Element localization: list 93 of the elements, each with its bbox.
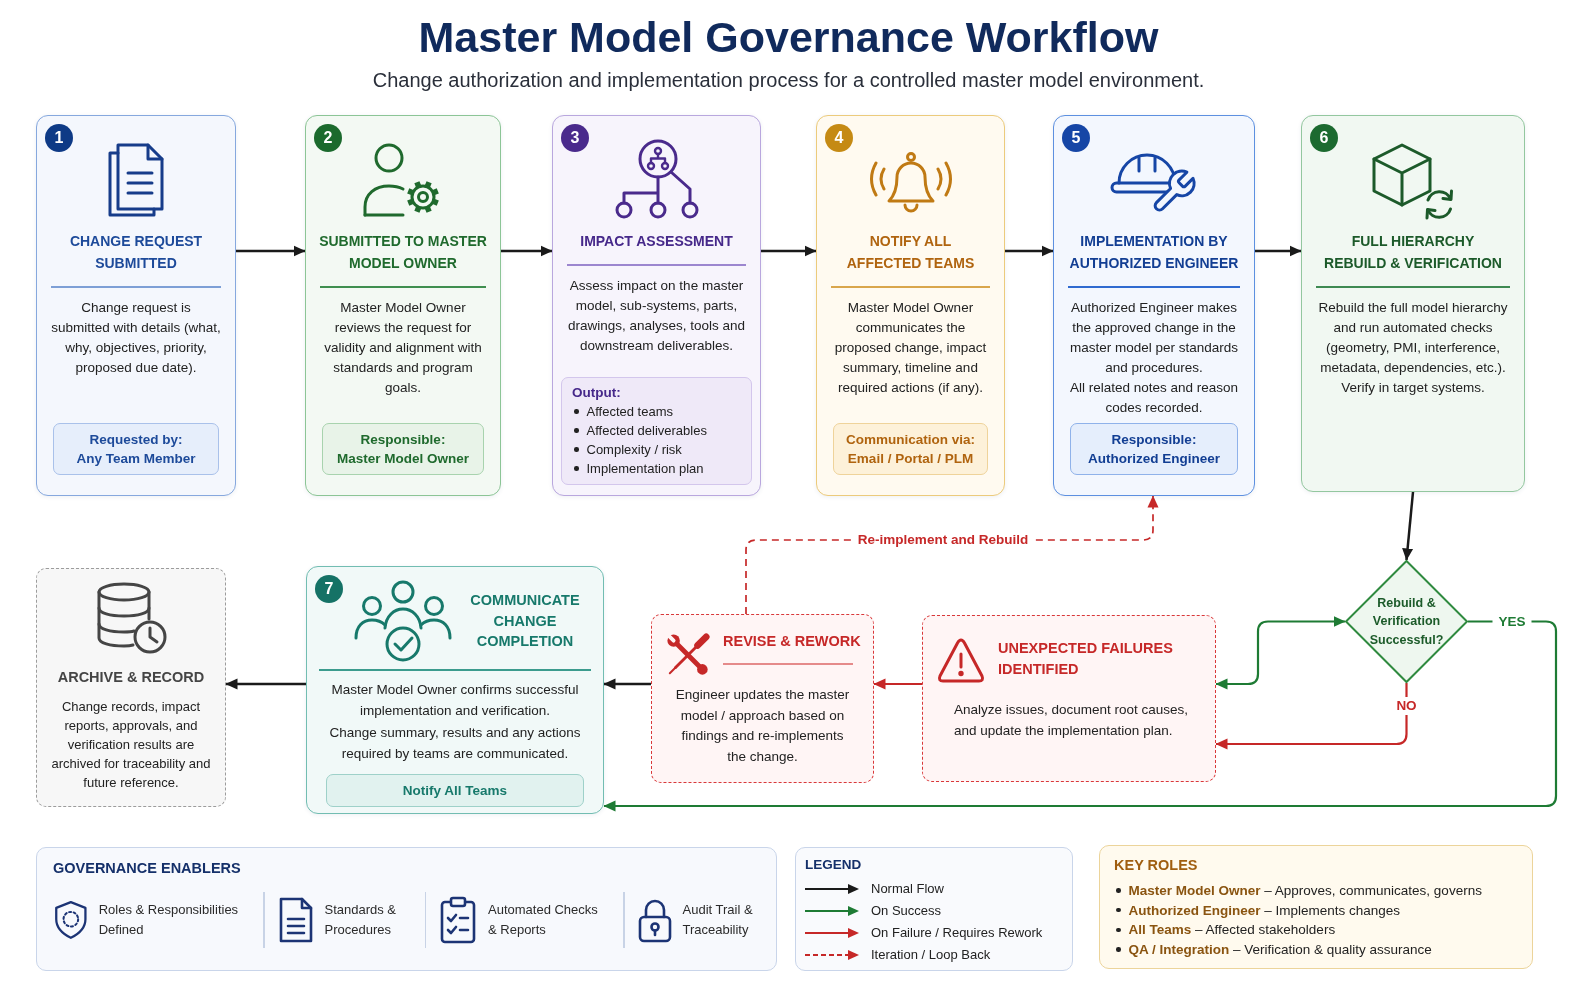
step-card bbox=[305, 115, 501, 496]
tag-value: Any Team Member bbox=[76, 450, 196, 468]
step-card bbox=[816, 115, 1005, 496]
enabler-label: Audit Trail & Traceability bbox=[682, 901, 754, 939]
step-title: FULL HIERARCHY REBUILD & VERIFICATION bbox=[1323, 232, 1503, 273]
tag-label: Requested by: bbox=[89, 431, 183, 449]
decision-diamond bbox=[1345, 560, 1468, 683]
alert-card bbox=[922, 615, 1216, 782]
alert-card bbox=[651, 614, 874, 783]
arrow bbox=[236, 245, 306, 257]
step-description: Master Model Owner communicates the proposed change, impact summary, timeline and required actions (if any). bbox=[833, 299, 988, 397]
step-title: COMMUNICATE CHANGE COMPLETION bbox=[469, 591, 581, 652]
step-number: 3 bbox=[561, 124, 589, 152]
step-number: 7 bbox=[315, 575, 343, 603]
role-item: Authorized Engineer – Implements changes bbox=[1114, 900, 1401, 921]
legend-title: LEGEND bbox=[805, 856, 862, 874]
step-description: Change request is submitted with details (what, why, objectives, priority, proposed due date). bbox=[51, 299, 221, 377]
arrow bbox=[603, 678, 651, 690]
arrow bbox=[1255, 245, 1302, 257]
tag-value: Master Model Owner bbox=[337, 450, 469, 468]
alert-title: REVISE & REWORK bbox=[723, 632, 862, 651]
panel-title: GOVERNANCE ENABLERS bbox=[53, 859, 241, 878]
step-description: Change summary, results and any actions required by teams are communicated. bbox=[328, 723, 582, 763]
enablers-panel bbox=[36, 847, 777, 971]
step-number: 2 bbox=[314, 124, 342, 152]
step-card bbox=[306, 566, 604, 814]
step-number: 1 bbox=[45, 124, 73, 152]
tag-label: Responsible: bbox=[360, 431, 446, 449]
subtitle: Change authorization and implementation process for a controlled master model environment. bbox=[372, 68, 1205, 93]
alert-description: Analyze issues, document root causes, and update the implementation plan. bbox=[954, 701, 1190, 740]
arrow bbox=[603, 620, 1558, 812]
title: Master Model Governance Workflow bbox=[418, 12, 1159, 62]
tag-label: Communication via: bbox=[846, 431, 975, 449]
step-title: NOTIFY ALL AFFECTED TEAMS bbox=[845, 232, 976, 273]
step-card bbox=[1053, 115, 1255, 496]
step-description: Assess impact on the master model, sub-systems, parts, drawings, analyses, tools and downstream deliverables. bbox=[567, 277, 746, 355]
legend-text: Normal Flow bbox=[871, 880, 944, 898]
arrow bbox=[1402, 491, 1415, 561]
enabler-label: Automated Checks & Reports bbox=[488, 901, 599, 939]
step-title: CHANGE REQUEST SUBMITTED bbox=[68, 232, 204, 273]
tag-label: Notify All Teams bbox=[402, 782, 508, 801]
alert-description: Engineer updates the master model / approach based on findings and re-implements the change. bbox=[674, 686, 851, 766]
step-card bbox=[1301, 115, 1525, 492]
roles-panel bbox=[1099, 845, 1533, 969]
step-title: IMPACT ASSESSMENT bbox=[580, 232, 733, 251]
step-number: 4 bbox=[825, 124, 853, 152]
decision-text: Rebuild & Verification Successful? bbox=[1368, 594, 1445, 649]
output-item: Implementation plan bbox=[572, 459, 704, 478]
role-item: QA / Integration – Verification & quality assurance bbox=[1114, 940, 1432, 960]
info-tag bbox=[833, 423, 988, 475]
role-item: All Teams – Affected stakeholders bbox=[1114, 920, 1336, 941]
info-tag bbox=[322, 423, 484, 475]
output-item: Complexity / risk bbox=[572, 440, 682, 459]
info-tag bbox=[326, 774, 584, 808]
step-title: ARCHIVE & RECORD bbox=[57, 668, 205, 687]
step-description: All related notes and reason codes recorded. bbox=[1068, 379, 1240, 417]
arrow bbox=[1005, 245, 1054, 257]
legend-text: On Success bbox=[871, 902, 942, 920]
step-description: Master Model Owner confirms successful implementation and verification. bbox=[330, 681, 580, 721]
step-card bbox=[36, 115, 236, 496]
step-description: Verify in target systems. bbox=[1341, 379, 1485, 397]
archive-card bbox=[36, 568, 226, 807]
step-description: Change records, impact reports, approvals, and verification results are archived for traceability and future reference. bbox=[50, 698, 212, 792]
step-number: 5 bbox=[1062, 124, 1090, 152]
step-number: 6 bbox=[1310, 124, 1338, 152]
step-card bbox=[552, 115, 761, 496]
tag-value: Email / Portal / PLM bbox=[847, 450, 974, 468]
info-tag bbox=[1070, 423, 1238, 475]
output-item: Affected teams bbox=[572, 402, 673, 421]
info-tag bbox=[53, 423, 219, 475]
legend-text: On Failure / Requires Rework bbox=[871, 924, 1043, 942]
arrow bbox=[1215, 683, 1408, 750]
tag-value: Authorized Engineer bbox=[1088, 450, 1220, 468]
output-panel bbox=[561, 377, 752, 485]
legend-text: Iteration / Loop Back bbox=[871, 946, 991, 964]
panel-title: KEY ROLES bbox=[1114, 856, 1198, 875]
step-description: Master Model Owner reviews the request for validity and alignment with standards and program goals. bbox=[323, 299, 483, 397]
output-heading: Output: bbox=[572, 384, 621, 402]
arrow bbox=[873, 678, 922, 690]
arrow bbox=[761, 245, 817, 257]
step-description: Authorized Engineer makes the approved change in the master model per standards and procedures. bbox=[1068, 299, 1240, 377]
enabler-label: Roles & Responsibilities Defined bbox=[98, 901, 240, 939]
tag-label: Responsible: bbox=[1111, 431, 1197, 449]
arrow bbox=[225, 678, 306, 690]
alert-title: UNEXPECTED FAILURES IDENTIFIED bbox=[998, 639, 1174, 679]
step-description: Rebuild the full model hierarchy and run automated checks (geometry, PMI, interference, metadata, dependencies, etc.). bbox=[1317, 299, 1509, 377]
arrow bbox=[501, 245, 553, 257]
output-item: Affected deliverables bbox=[572, 421, 707, 440]
enabler-label: Standards & Procedures bbox=[324, 901, 398, 939]
role-item: Master Model Owner – Approves, communicates, governs bbox=[1114, 881, 1482, 901]
step-title: SUBMITTED TO MASTER MODEL OWNER bbox=[318, 232, 488, 273]
step-title: IMPLEMENTATION BY AUTHORIZED ENGINEER bbox=[1068, 232, 1240, 273]
double-arrow bbox=[1215, 616, 1346, 690]
